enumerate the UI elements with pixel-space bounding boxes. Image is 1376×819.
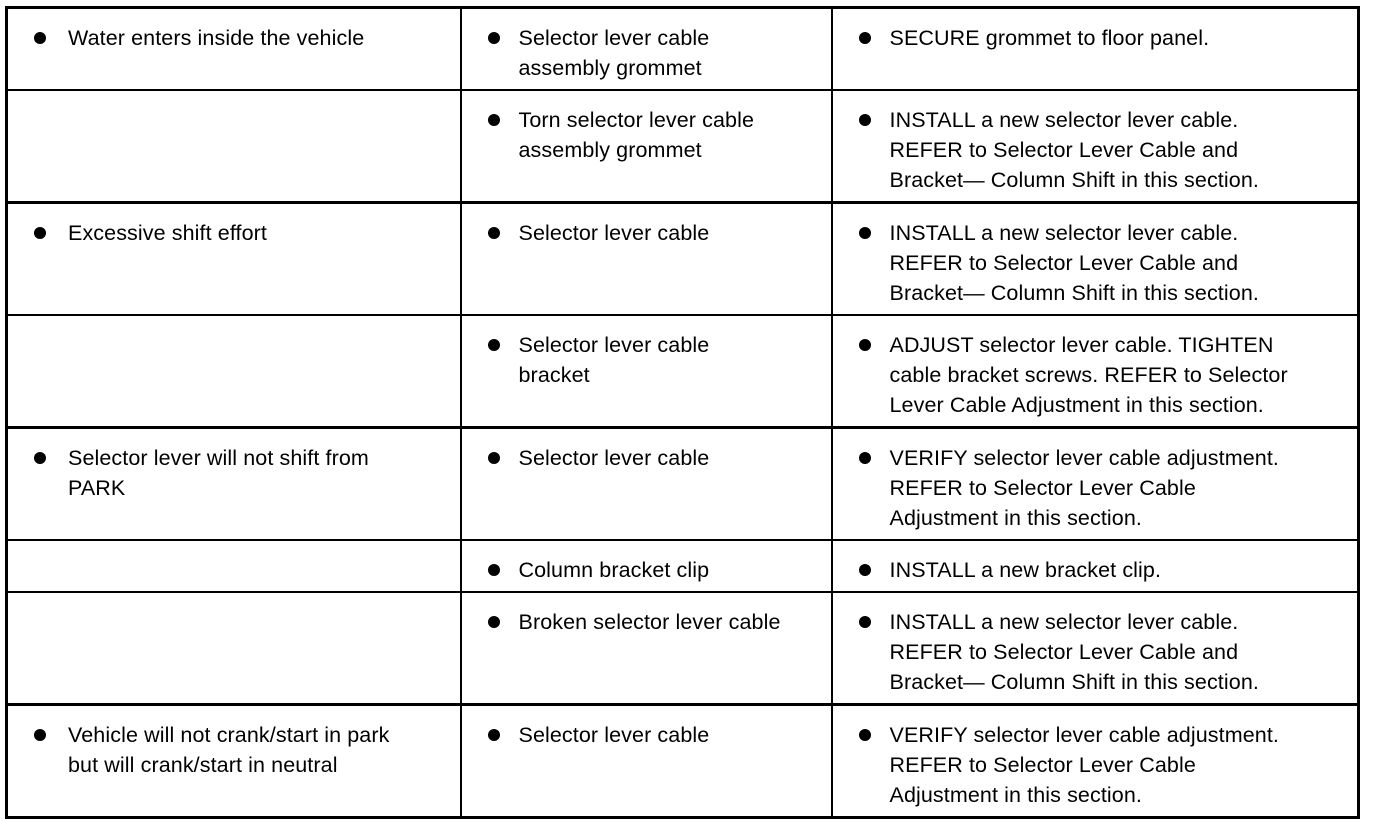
diagnosis-table: Water enters inside the vehicle Selector…: [5, 6, 1360, 819]
action-cell: INSTALL a new selector lever cable. REFE…: [830, 89, 1360, 204]
table-row: Water enters inside the vehicle Selector…: [5, 6, 1360, 91]
cause-text: Broken selector lever cable: [518, 610, 781, 634]
bullet-icon: [487, 114, 500, 126]
action-text: INSTALL a new bracket clip.: [889, 558, 1162, 582]
cause-cell: Torn selector lever cable assembly gromm…: [459, 89, 833, 204]
cause-cell: Selector lever cable: [459, 201, 833, 316]
action-cell: ADJUST selector lever cable. TIGHTEN cab…: [830, 314, 1360, 429]
condition-text: Selector lever will not shift from PARK: [68, 446, 369, 500]
bullet-icon: [487, 32, 500, 44]
bullet-icon: [34, 32, 46, 44]
bullet-icon: [34, 452, 46, 464]
action-text: INSTALL a new selector lever cable. REFE…: [889, 108, 1259, 192]
action-cell: SECURE grommet to floor panel.: [830, 6, 1360, 91]
action-text: VERIFY selector lever cable adjustment. …: [889, 446, 1279, 530]
action-text: INSTALL a new selector lever cable. REFE…: [889, 610, 1259, 694]
bullet-icon: [487, 452, 500, 464]
cause-cell: Selector lever cable assembly grommet: [459, 6, 833, 91]
condition-cell-empty: [5, 539, 462, 593]
cause-text: Selector lever cable bracket: [518, 333, 710, 387]
table-row: Broken selector lever cable INSTALL a ne…: [5, 591, 1360, 706]
bullet-icon: [858, 564, 871, 576]
condition-cell-empty: [5, 89, 462, 204]
condition-cell: Excessive shift effort: [5, 201, 462, 316]
table-row: Selector lever cable bracket ADJUST sele…: [5, 314, 1360, 429]
bullet-icon: [858, 616, 871, 628]
action-text: INSTALL a new selector lever cable. REFE…: [889, 221, 1259, 305]
table-row: Torn selector lever cable assembly gromm…: [5, 89, 1360, 204]
cause-text: Column bracket clip: [518, 558, 710, 582]
action-cell: VERIFY selector lever cable adjustment. …: [830, 426, 1360, 541]
bullet-icon: [487, 729, 500, 741]
bullet-icon: [34, 729, 46, 741]
cause-text: Selector lever cable assembly grommet: [518, 26, 710, 80]
cause-text: Selector lever cable: [518, 446, 710, 470]
cause-cell: Selector lever cable: [459, 703, 833, 819]
action-cell: VERIFY selector lever cable adjustment. …: [830, 703, 1360, 819]
cause-cell: Broken selector lever cable: [459, 591, 833, 706]
condition-text: Vehicle will not crank/start in park but…: [68, 723, 390, 777]
action-cell: INSTALL a new selector lever cable. REFE…: [830, 591, 1360, 706]
condition-cell: Water enters inside the vehicle: [5, 6, 462, 91]
condition-text: Excessive shift effort: [68, 221, 267, 245]
bullet-icon: [487, 564, 500, 576]
bullet-icon: [858, 227, 871, 239]
bullet-icon: [858, 729, 871, 741]
action-text: SECURE grommet to floor panel.: [889, 26, 1210, 50]
condition-cell-empty: [5, 591, 462, 706]
condition-cell: Selector lever will not shift from PARK: [5, 426, 462, 541]
bullet-icon: [487, 227, 500, 239]
action-cell: INSTALL a new selector lever cable. REFE…: [830, 201, 1360, 316]
cause-text: Selector lever cable: [518, 221, 710, 245]
condition-cell: Vehicle will not crank/start in park but…: [5, 703, 462, 819]
action-text: VERIFY selector lever cable adjustment. …: [889, 723, 1279, 807]
cause-cell: Selector lever cable bracket: [459, 314, 833, 429]
condition-text: Water enters inside the vehicle: [68, 26, 365, 50]
bullet-icon: [487, 339, 500, 351]
bullet-icon: [858, 32, 871, 44]
table-row: Column bracket clip INSTALL a new bracke…: [5, 539, 1360, 593]
table-row: Vehicle will not crank/start in park but…: [5, 703, 1360, 819]
bullet-icon: [858, 114, 871, 126]
action-cell: INSTALL a new bracket clip.: [830, 539, 1360, 593]
cause-cell: Column bracket clip: [459, 539, 833, 593]
cause-text: Selector lever cable: [518, 723, 710, 747]
condition-cell-empty: [5, 314, 462, 429]
table-row: Excessive shift effort Selector lever ca…: [5, 201, 1360, 316]
table-row: Selector lever will not shift from PARK …: [5, 426, 1360, 541]
bullet-icon: [858, 339, 871, 351]
bullet-icon: [487, 616, 500, 628]
bullet-icon: [34, 227, 46, 239]
bullet-icon: [858, 452, 871, 464]
cause-cell: Selector lever cable: [459, 426, 833, 541]
cause-text: Torn selector lever cable assembly gromm…: [518, 108, 755, 162]
action-text: ADJUST selector lever cable. TIGHTEN cab…: [889, 333, 1288, 417]
